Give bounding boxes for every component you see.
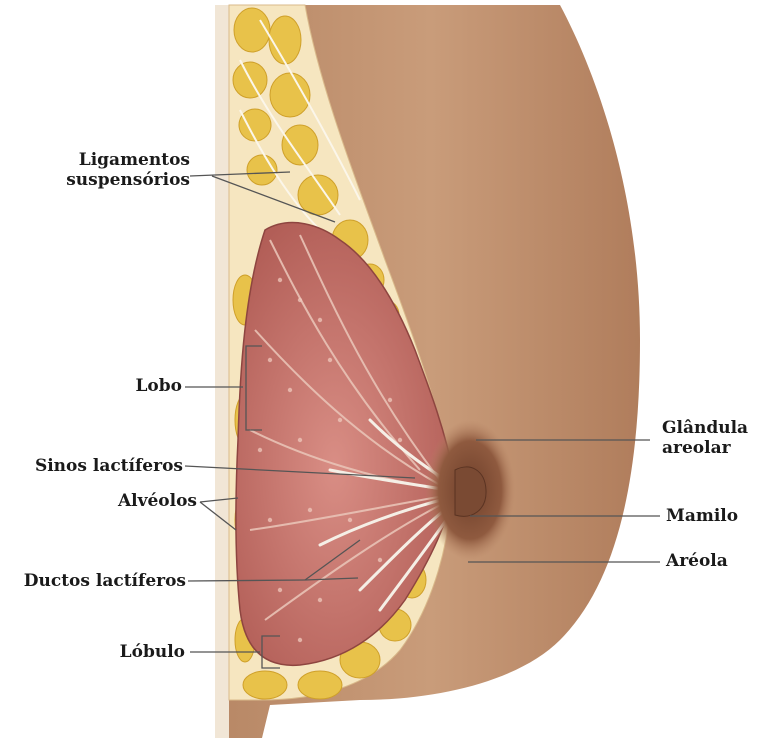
label-areola: Aréola <box>666 551 756 571</box>
chest-wall <box>215 5 229 738</box>
label-ligamentos-line2: suspensórios <box>55 170 190 190</box>
label-alveolos: Alvéolos <box>60 491 197 511</box>
label-glandula-areolar: Glândula areolar <box>662 418 758 458</box>
label-lobulo: Lóbulo <box>90 642 185 662</box>
label-ligamentos-suspensorios: Ligamentos suspensórios <box>55 150 190 190</box>
label-ductos-lactiferos: Ductos lactíferos <box>4 571 186 591</box>
label-mamilo: Mamilo <box>666 506 756 526</box>
label-glandula-line1: Glândula <box>662 418 758 438</box>
label-sinos-lactiferos: Sinos lactíferos <box>8 456 183 476</box>
label-glandula-line2: areolar <box>662 438 758 458</box>
label-ligamentos-line1: Ligamentos <box>55 150 190 170</box>
label-lobo: Lobo <box>100 376 182 396</box>
